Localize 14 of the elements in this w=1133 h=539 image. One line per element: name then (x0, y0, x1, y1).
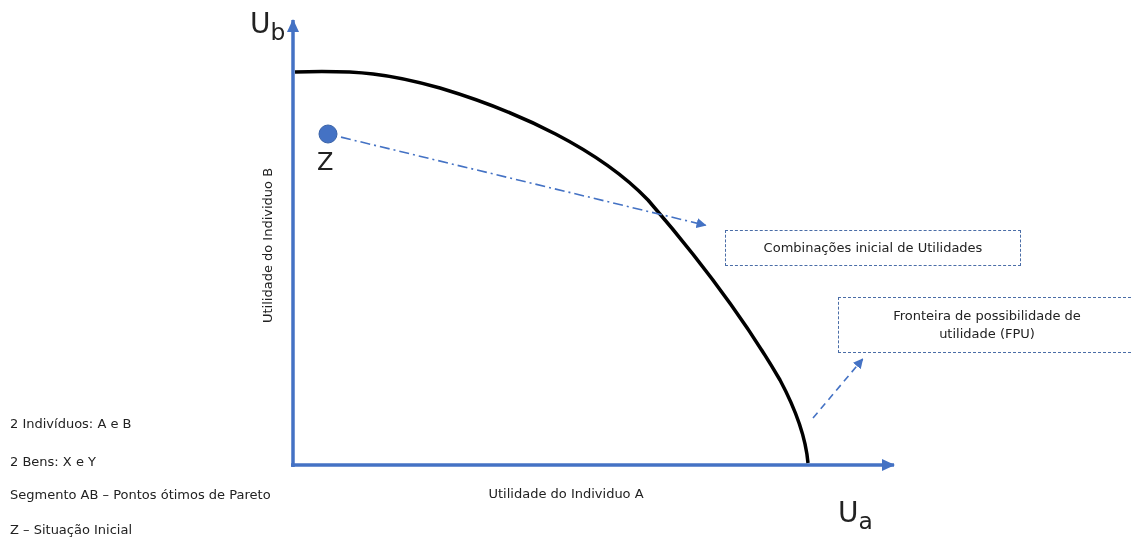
axis-title: U$_{a}$ (838, 497, 873, 535)
axis-title: U$_{b}$ (250, 8, 286, 46)
note-text: 2 Bens: X e Y (10, 455, 96, 470)
annotation-box: Combinações inicial de Utilidades (725, 230, 1021, 266)
axis-label: Utilidade do Individuo A (488, 487, 644, 502)
annotation-box: Fronteira de possibilidade de utilidade (FPU) (838, 297, 1133, 353)
point-marker (318, 124, 338, 144)
point-label: Z (317, 150, 334, 174)
axis-label: Utilidade do Individuo B (260, 167, 276, 323)
note-text: 2 Indivíduos: A e B (10, 417, 132, 432)
note-text: Segmento AB – Pontos ótimos de Pareto (10, 488, 271, 503)
arrow (812, 358, 864, 419)
arrow (340, 136, 707, 229)
note-text: Z – Situação Inicial (10, 523, 133, 538)
